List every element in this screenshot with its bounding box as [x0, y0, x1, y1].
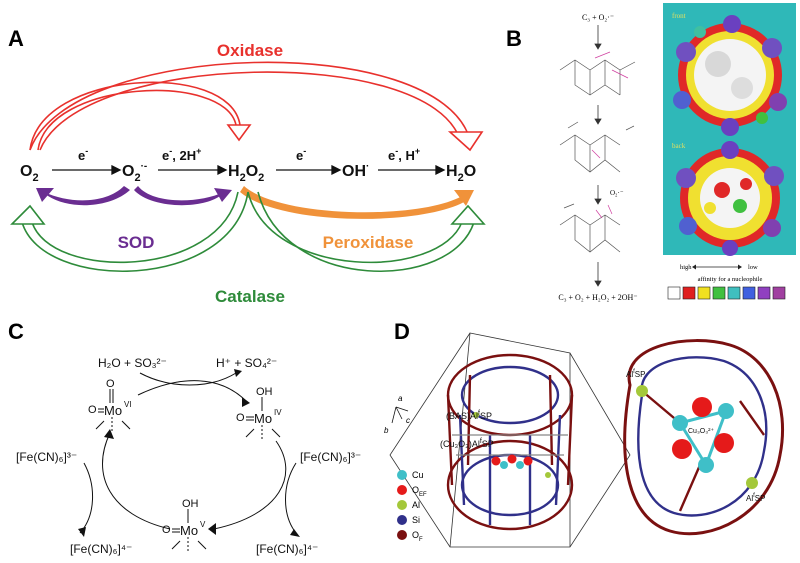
c-top-arc — [139, 372, 237, 386]
oxidase-label: Oxidase — [217, 41, 283, 60]
c-mo-vi-o-left: O — [88, 404, 97, 416]
b-mechanism-arrows — [594, 25, 602, 287]
scale-swatch — [727, 286, 741, 300]
d-axes — [391, 406, 409, 424]
legend-label: Al — [412, 500, 420, 510]
scale-swatch — [712, 286, 726, 300]
legend-swatch — [397, 485, 407, 495]
d-alf-bottom: AlfSP — [746, 493, 765, 503]
b-front-label: front — [672, 12, 686, 20]
b-scale-swatches — [667, 286, 786, 300]
c-fe-right-top: [Fe(CN)₆]³⁻ — [300, 450, 361, 464]
scale-swatch — [742, 286, 756, 300]
c-mo-v-ox: V — [200, 520, 206, 529]
c-mo-vi-ox: VI — [124, 400, 132, 409]
species-water: H2O — [446, 163, 476, 184]
b-top-reaction: C₃ + O₂·⁻ — [582, 13, 614, 22]
chain-arrows — [52, 164, 446, 176]
panel-b-letter: B — [506, 26, 522, 51]
d-axis-c: c — [406, 416, 410, 425]
d-cage-atoms — [473, 412, 551, 478]
legend-swatch — [397, 470, 407, 480]
panel-a: A Oxidase O2 O2·- H2O2 OH· H2O e- e-, 2H… — [8, 26, 486, 306]
c-fe-right-bottom: [Fe(CN)₆]⁴⁻ — [256, 542, 318, 556]
b-molecule-sketch-3 — [559, 203, 621, 253]
oxidase-arrows — [29, 61, 484, 152]
peroxidase-label: Peroxidase — [323, 233, 414, 252]
d-alf-top: AlfSP — [626, 369, 645, 379]
panel-d-letter: D — [394, 319, 410, 344]
panel-b: B C₃ + O₂·⁻ O₂·⁻ C₃ + O₂ + H₂O₂ + 2OH⁻ f… — [506, 3, 796, 302]
species-h2o2: H2O2 — [228, 163, 264, 184]
peroxidase-arrow — [240, 186, 474, 219]
panel-c: C H₂O + SO₃²⁻ H⁺ + SO₄²⁻ Mo VI O O Mo IV… — [8, 319, 361, 556]
scale-swatch — [772, 286, 786, 300]
c-mo-iv-complex: Mo IV OH O — [236, 386, 282, 439]
b-back-label: back — [672, 142, 686, 150]
c-mo-v-complex: Mo V OH O — [162, 498, 207, 551]
c-cycle-arcs — [102, 380, 287, 530]
d-axis-a: a — [398, 394, 403, 403]
step-2-label: e-, 2H+ — [162, 146, 201, 163]
scale-swatch — [667, 286, 681, 300]
c-mo-vi-label: Mo — [104, 403, 122, 418]
step-labels: e- e-, 2H+ e- e-, H+ — [78, 146, 420, 163]
scale-swatch — [757, 286, 771, 300]
b-scale-high: high — [680, 264, 692, 271]
species-superoxide: O2·- — [122, 161, 147, 184]
reaction-chain: O2 O2·- H2O2 OH· H2O — [20, 161, 476, 184]
b-molecule-sketch-2 — [559, 121, 635, 173]
species-o2: O2 — [20, 163, 39, 184]
step-4-label: e-, H+ — [388, 146, 420, 163]
c-mo-v-oh: OH — [182, 498, 199, 510]
b-molecule-sketch-1 — [559, 51, 636, 96]
catalase-arrows — [10, 191, 486, 273]
b-fullerene-back — [676, 141, 784, 256]
c-fe-left-bottom: [Fe(CN)₆]⁴⁻ — [70, 542, 132, 556]
sod-label: SOD — [118, 233, 155, 252]
b-scale-caption: affinity for a nucleophile — [698, 276, 763, 283]
scale-swatch — [697, 286, 711, 300]
c-mo-iv-ox: IV — [274, 408, 282, 417]
c-mo-iv-o-left: O — [236, 412, 245, 424]
c-mo-v-o-left: O — [162, 524, 171, 536]
b-bottom-reaction: C₃ + O₂ + H₂O₂ + 2OH⁻ — [558, 293, 637, 302]
d-cluster-label: Cu₃O₃²⁺ — [688, 428, 714, 435]
legend-label: OF — [412, 530, 423, 543]
b-scale-low: low — [748, 264, 758, 271]
catalase-label: Catalase — [215, 287, 285, 306]
c-mo-iv-oh: OH — [256, 386, 273, 398]
d-cluster-atoms — [636, 385, 758, 489]
d-zeolite-cage — [446, 353, 574, 531]
step-3-label: e- — [296, 146, 306, 163]
c-products: H⁺ + SO₄²⁻ — [216, 356, 277, 370]
d-cluster-ring — [623, 339, 785, 536]
b-scale: high low affinity for a nucleophile — [667, 264, 786, 300]
d-axis-b: b — [384, 426, 389, 435]
c-reactants: H₂O + SO₃²⁻ — [98, 356, 167, 370]
c-mo-iv-label: Mo — [254, 411, 272, 426]
b-fullerene-front — [673, 15, 787, 136]
d-bas-label: (BAS)AlfSP — [446, 410, 492, 421]
c-mo-vi-complex: Mo VI O O — [88, 378, 132, 431]
legend-swatch — [397, 500, 407, 510]
c-mo-vi-o-top: O — [106, 378, 115, 390]
sod-arrows — [36, 186, 232, 206]
species-hydroxyl: OH· — [342, 161, 369, 180]
step-1-label: e- — [78, 146, 88, 163]
c-mo-v-label: Mo — [180, 523, 198, 538]
d-cu-label: (Cu₃O₃)AlfSP — [440, 438, 494, 449]
panel-a-letter: A — [8, 26, 24, 51]
legend-label: OEF — [412, 485, 427, 498]
legend-swatch — [397, 515, 407, 525]
b-mid-label: O₂·⁻ — [610, 189, 624, 197]
legend-label: Cu — [412, 470, 424, 480]
legend-label: Si — [412, 515, 420, 525]
legend-swatch — [397, 530, 407, 540]
c-fe-left-top: [Fe(CN)₆]³⁻ — [16, 450, 77, 464]
panel-c-letter: C — [8, 319, 24, 344]
scale-swatch — [682, 286, 696, 300]
